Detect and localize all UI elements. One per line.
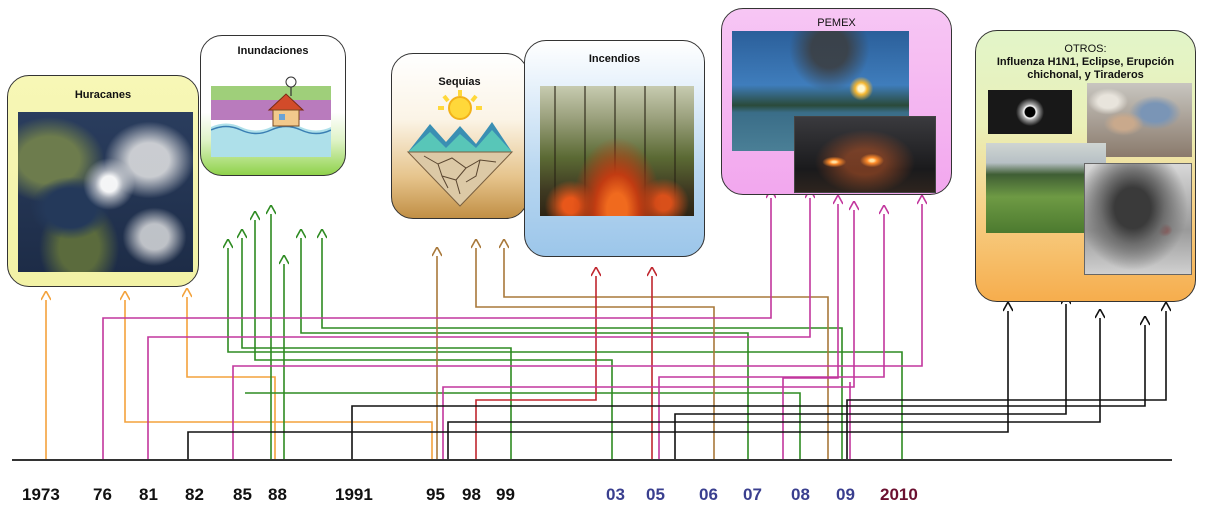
pemex-line-05 — [658, 214, 884, 460]
pemex-connectors — [102, 198, 922, 460]
others-box: OTROS: Influenza H1N1, Eclipse, Erupción… — [975, 30, 1196, 302]
pemex-line-08 — [782, 204, 838, 460]
other-line-1991 — [351, 325, 1145, 460]
year-76: 76 — [93, 485, 112, 504]
other-connectors — [187, 304, 1166, 460]
droughts-box: Sequias — [391, 53, 528, 219]
flood-line-03 — [255, 220, 613, 460]
pemex-box: PEMEX — [721, 8, 952, 195]
pemex-title: PEMEX — [817, 17, 856, 29]
fires-box: Incendios — [524, 40, 705, 257]
floods-title: Inundaciones — [237, 45, 309, 57]
floods-box: Inundaciones — [200, 35, 346, 176]
hurricane-line-95 — [125, 300, 433, 460]
fire-connectors — [475, 276, 652, 460]
cracked-earth-image — [406, 90, 514, 207]
droughts-title: Sequias — [438, 76, 481, 88]
others-title: OTROS: — [1064, 43, 1107, 55]
other-line-82 — [187, 311, 1008, 460]
pemex-line-76 — [102, 198, 771, 460]
year-1991: 1991 — [335, 485, 373, 504]
year-06: 06 — [699, 485, 718, 504]
year-07: 07 — [743, 485, 762, 504]
fire-line-98 — [475, 276, 596, 460]
year-81: 81 — [139, 485, 158, 504]
year-98: 98 — [462, 485, 481, 504]
year-95: 95 — [426, 485, 445, 504]
pemex-line-81 — [147, 198, 810, 460]
other-line-09 — [846, 311, 1166, 460]
volcanic-eruption-image — [1084, 163, 1192, 275]
year-09: 09 — [836, 485, 855, 504]
flood-line-09 — [322, 238, 843, 460]
night-flare-image — [794, 116, 936, 193]
flooded-house-image — [211, 72, 331, 157]
hurricane-connectors — [46, 297, 433, 460]
hurricanes-box: Huracanes — [7, 75, 199, 287]
year-88: 88 — [268, 485, 287, 504]
year-05: 05 — [646, 485, 665, 504]
flood-line-07 — [301, 238, 749, 460]
pemex-line-85 — [232, 204, 922, 460]
year-82: 82 — [185, 485, 204, 504]
year-labels: 1973 76 81 82 85 88 1991 95 98 99 03 05 … — [22, 485, 918, 504]
year-2010: 2010 — [880, 485, 918, 504]
flood-line-99 — [242, 238, 512, 460]
year-08: 08 — [791, 485, 810, 504]
year-85: 85 — [233, 485, 252, 504]
flood-line-08b — [245, 392, 801, 460]
fires-title: Incendios — [588, 53, 641, 65]
others-subtitle-line2: chichonal, y Tiraderos — [1027, 69, 1144, 81]
year-99: 99 — [496, 485, 515, 504]
year-1973: 1973 — [22, 485, 60, 504]
others-subtitle-line1: Influenza H1N1, Eclipse, Erupción — [996, 56, 1175, 68]
forest-fire-image — [540, 86, 694, 216]
pemex-line-95 — [442, 210, 854, 460]
drought-line-09 — [504, 248, 829, 460]
hurricanes-title: Huracanes — [74, 89, 132, 101]
flood-line-2010 — [228, 248, 903, 460]
hurricane-line-88 — [187, 297, 276, 460]
other-line-06 — [674, 304, 1066, 460]
year-03: 03 — [606, 485, 625, 504]
eclipse-image — [988, 90, 1072, 134]
drought-connectors — [437, 248, 829, 460]
drought-line-06 — [476, 248, 715, 460]
other-line-95 — [447, 318, 1100, 460]
satellite-hurricane-image — [18, 112, 193, 272]
